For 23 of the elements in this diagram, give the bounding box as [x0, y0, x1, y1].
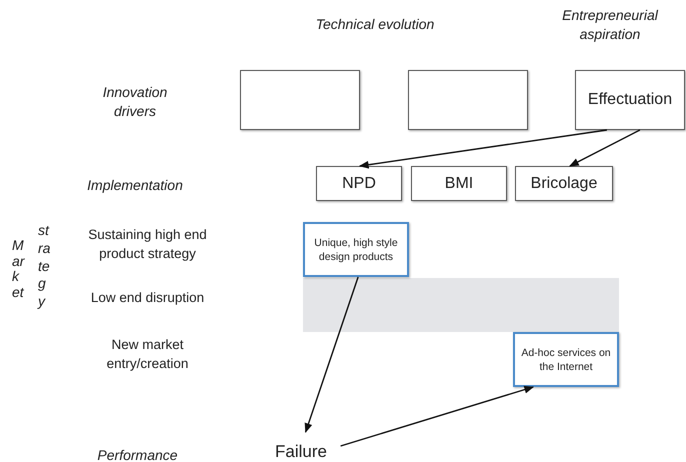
concept-box: Effectuation — [575, 70, 685, 130]
outcome-text: Failure — [268, 440, 334, 462]
row-label: Market — [12, 238, 26, 300]
row-label: strategy — [38, 222, 52, 311]
row-label: Entrepreneurial aspiration — [561, 6, 660, 44]
example-box: Ad-hoc services on the Internet — [513, 332, 619, 387]
row-label: Technical evolution — [314, 15, 436, 34]
concept-box: BMI — [411, 166, 507, 201]
row-label: Sustaining high end product strategy — [87, 226, 208, 263]
empty-box — [240, 70, 360, 130]
concept-box: NPD — [316, 166, 402, 201]
row-label: New market entry/creation — [106, 336, 190, 373]
empty-box — [408, 70, 528, 130]
arrow — [569, 129, 640, 167]
row-label: Implementation — [86, 176, 184, 195]
example-box: Unique, high style design products — [303, 222, 409, 277]
arrow — [340, 386, 534, 447]
row-label: Low end disruption — [90, 289, 206, 307]
concept-box: Bricolage — [515, 166, 613, 201]
row-label: Performance — [96, 446, 179, 462]
arrow — [358, 129, 607, 169]
arrow — [304, 276, 359, 433]
row-label: Innovation drivers — [102, 83, 168, 121]
